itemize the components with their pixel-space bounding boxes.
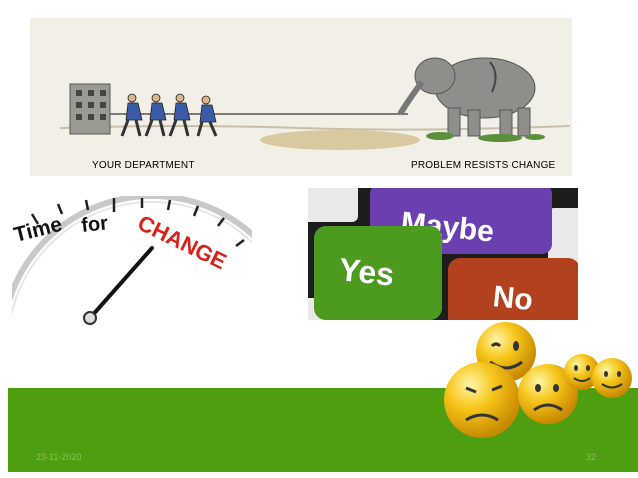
- yes-key: [314, 226, 442, 320]
- smiley-group: [444, 322, 632, 438]
- tug-of-war-drawing: YOUR DEPARTMENT PROBLEM RESISTS CHANGE: [59, 57, 571, 171]
- people-pulling-icon: [120, 93, 218, 137]
- tug-of-war-illustration: YOUR DEPARTMENT PROBLEM RESISTS CHANGE: [30, 18, 572, 176]
- keyboard-keys: Maybe Yes No: [308, 188, 578, 320]
- right-caption: PROBLEM RESISTS CHANGE: [411, 160, 556, 171]
- clock-face: Time for CHANGE: [12, 196, 252, 326]
- left-caption: YOUR DEPARTMENT: [92, 160, 195, 171]
- footer-page-number: 32: [586, 452, 597, 462]
- elephant-icon: [397, 57, 536, 137]
- smiley-faces: [436, 316, 638, 476]
- footer-date: 23-11-2020: [36, 452, 82, 462]
- yes-key-label: Yes: [337, 251, 396, 293]
- small-smiley-icon-2: [592, 358, 632, 398]
- building-icon: [69, 83, 111, 135]
- clock-hand-icon: [88, 246, 154, 320]
- clock-word-for: for: [80, 212, 109, 237]
- sad-smiley-icon: [444, 362, 520, 438]
- time-for-change-clock: Time for CHANGE: [12, 196, 252, 326]
- small-smiley-icon: [564, 354, 600, 390]
- no-key: [448, 258, 578, 320]
- frowning-smiley-icon: [518, 364, 578, 424]
- no-key-label: No: [491, 280, 534, 317]
- maybe-yes-no-keyboard: Maybe Yes No: [308, 188, 578, 320]
